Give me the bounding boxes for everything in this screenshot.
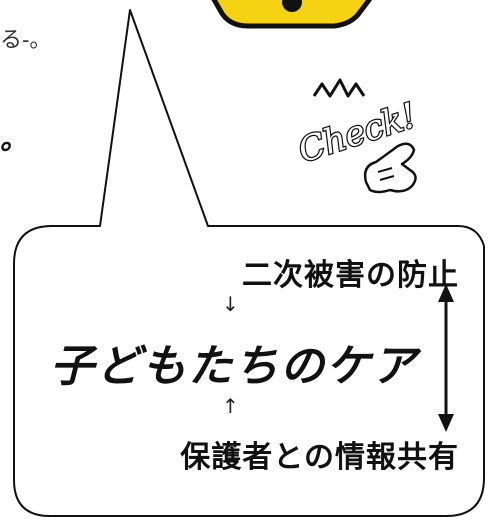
callout-line-secondary-damage: 二次被害の防止 [242, 258, 459, 293]
text-fragment-dot: 。 [0, 123, 29, 156]
check-sticker-icon: Check! [292, 78, 423, 194]
text-fragment-top: る-。 [0, 28, 52, 53]
speech-bubble [13, 9, 485, 517]
arrow-down-icon: ↓ [222, 292, 239, 316]
callout-line-guardian-info: 保護者との情報共有 [180, 440, 459, 475]
warning-sign-icon [211, 0, 373, 29]
arrow-up-icon: ↑ [222, 394, 239, 418]
callout-line-child-care: 子どもたちのケア [50, 341, 418, 392]
double-arrow-icon [438, 284, 454, 432]
